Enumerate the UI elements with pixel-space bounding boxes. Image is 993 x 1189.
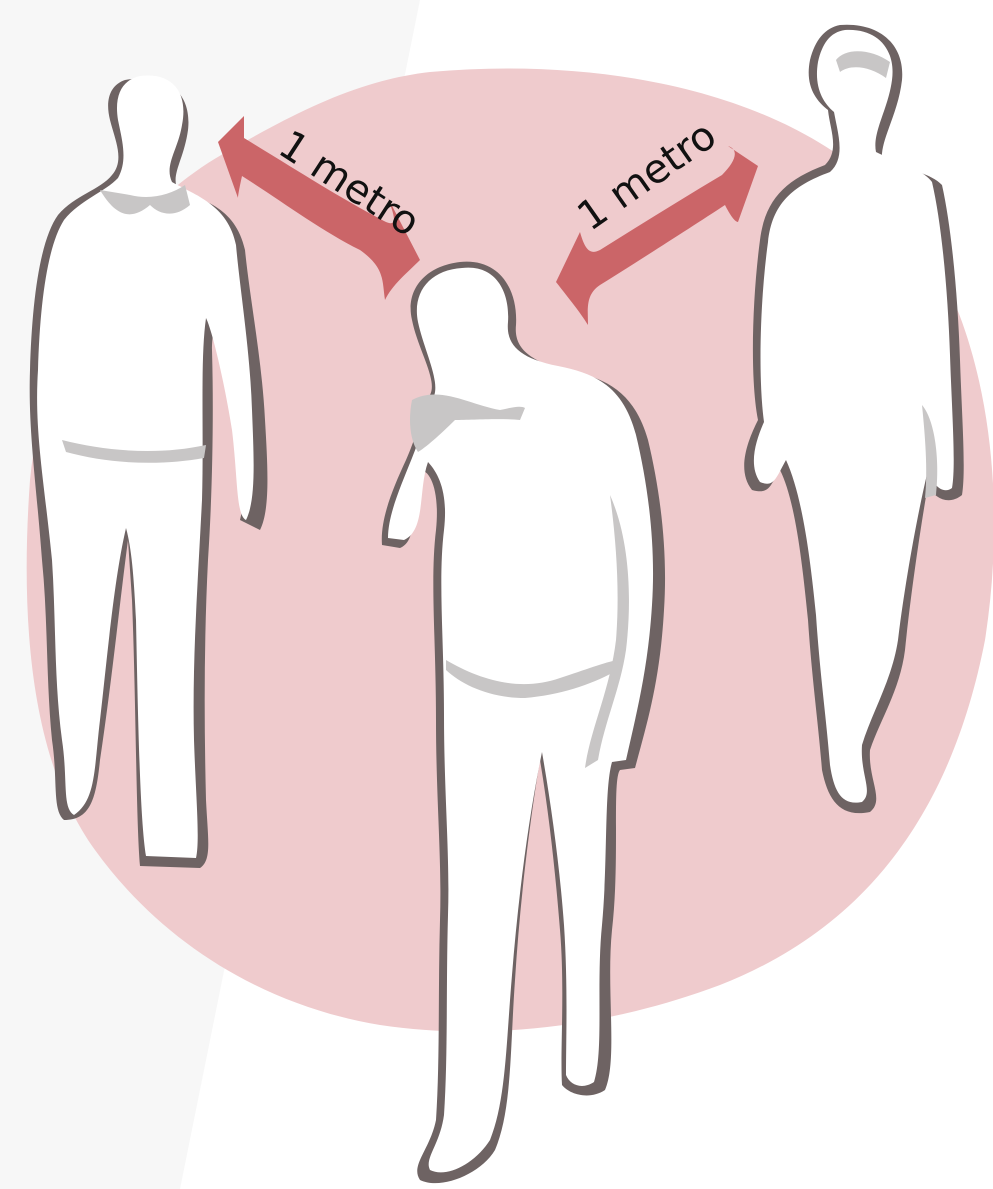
social-distancing-illustration: 1 metro 1 metro xyxy=(0,0,993,1189)
